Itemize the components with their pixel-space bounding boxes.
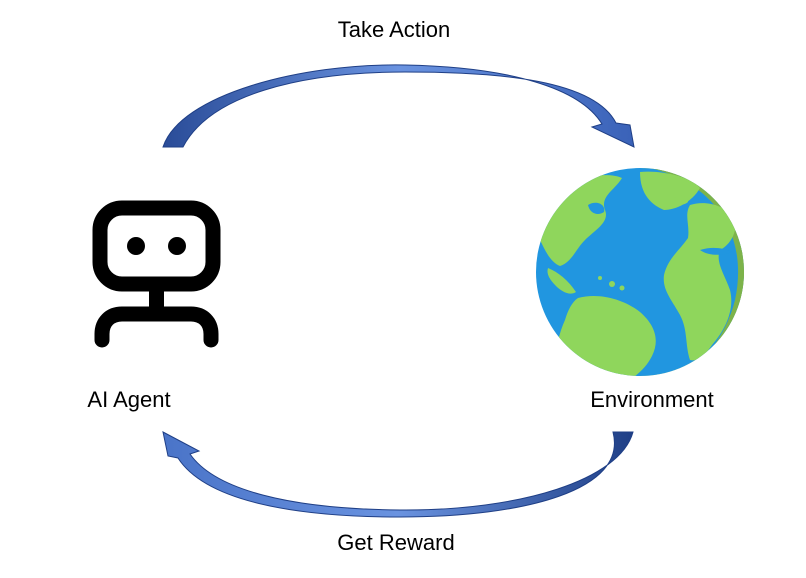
take-action-arrow <box>162 64 635 148</box>
robot-icon <box>92 200 221 348</box>
environment-label: Environment <box>590 387 714 412</box>
get-reward-label: Get Reward <box>337 530 455 555</box>
take-action-label: Take Action <box>337 17 451 42</box>
globe-icon <box>536 168 744 376</box>
ai-agent-label: AI Agent <box>87 387 171 412</box>
get-reward-arrow <box>162 431 634 518</box>
